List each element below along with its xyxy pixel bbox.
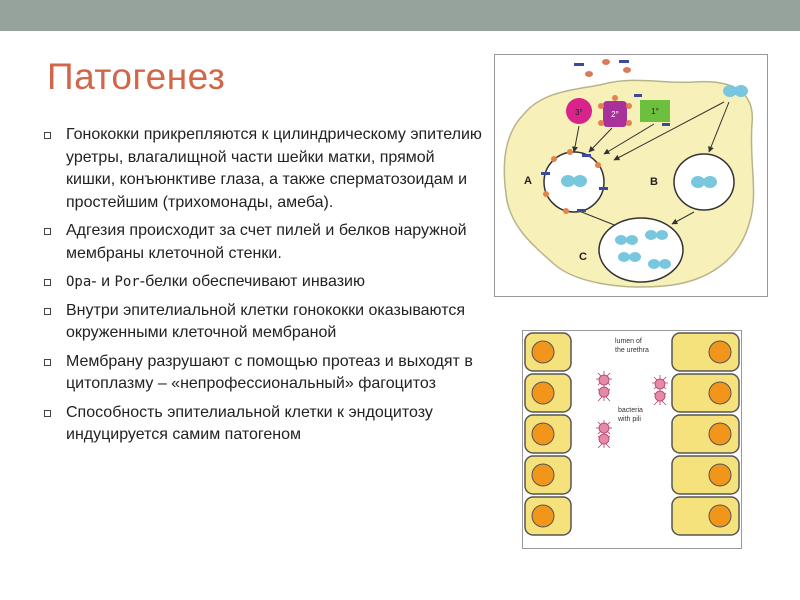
top-bar: [0, 0, 800, 31]
svg-text:3°: 3°: [575, 108, 583, 117]
surface-bacteria: [574, 59, 631, 77]
slide-title: Патогенез: [47, 56, 226, 97]
adhesin-dots: [598, 94, 670, 126]
lumen-label-2: the urethra: [615, 347, 649, 354]
bullet-text: -белки обеспечивают инвазию: [139, 273, 365, 290]
vacuole-b: B: [650, 153, 735, 211]
bullet-text: Гонококки прикрепляются к цилиндрическом…: [66, 126, 482, 211]
vacuole-c: C: [579, 217, 684, 283]
bacterium: [596, 371, 612, 402]
bacterium: [596, 420, 612, 449]
bullet-text: Мембрану разрушают с помощью протеаз и в…: [66, 352, 473, 393]
opa-term: Opa: [66, 274, 92, 290]
bullet-item: Адгезия происходит за счет пилей и белко…: [44, 220, 482, 265]
bacteria-label-2: with pili: [617, 416, 641, 423]
lumen-label-1: lumen of: [615, 338, 642, 345]
bullet-text: Способность эпителиальной клетки к эндоц…: [66, 403, 433, 444]
bullet-text: - и: [91, 273, 115, 290]
bullet-item: Способность эпителиальной клетки к эндоц…: [44, 402, 482, 447]
bullet-item: Мембрану разрушают с помощью протеаз и в…: [44, 351, 482, 396]
label-c: C: [579, 251, 587, 263]
bullet-marker-icon: [44, 409, 51, 417]
bullet-text: Адгезия происходит за счет пилей и белко…: [66, 222, 467, 262]
bullet-item: Внутри эпителиальной клетки гонококки ок…: [44, 300, 482, 345]
pathway-arrows: [572, 101, 730, 229]
por-term: Por: [114, 274, 140, 290]
svg-text:2°: 2°: [611, 110, 619, 119]
bullet-marker-icon: [44, 307, 51, 315]
figure2-labels: lumen of the urethra bacteria with pili: [615, 338, 649, 423]
label-b: B: [650, 176, 658, 188]
bullet-text: Внутри эпителиальной клетки гонококки ок…: [66, 301, 466, 342]
vacuole-a: A: [524, 149, 608, 214]
receptor-2: 2°: [603, 101, 627, 127]
receptor-1: 1°: [640, 100, 670, 122]
bullet-list: Гонококки прикрепляются к цилиндрическом…: [44, 124, 482, 453]
right-epithelium: [671, 332, 740, 536]
bullet-item: Opa- и Por-белки обеспечивают инвазию: [44, 271, 482, 294]
bullet-marker-icon: [44, 358, 51, 366]
bullet-item: Гонококки прикрепляются к цилиндрическом…: [44, 124, 482, 214]
bullet-marker-icon: [44, 132, 51, 139]
bacteria-with-pili: [596, 371, 668, 449]
host-cell-body: [503, 79, 755, 288]
bacterium: [652, 375, 668, 406]
bullet-marker-icon: [44, 279, 51, 286]
bullet-marker-icon: [44, 228, 51, 235]
bacteria-label-1: bacteria: [618, 407, 643, 414]
free-diplococcus: [723, 85, 748, 97]
svg-text:1°: 1°: [651, 107, 659, 116]
invasion-diagram: 3° 2° 1°: [494, 54, 768, 297]
label-a: A: [524, 175, 532, 187]
left-epithelium: [524, 332, 572, 536]
urethra-diagram: lumen of the urethra bacteria with pili: [522, 330, 742, 549]
receptor-3: 3°: [566, 98, 592, 124]
